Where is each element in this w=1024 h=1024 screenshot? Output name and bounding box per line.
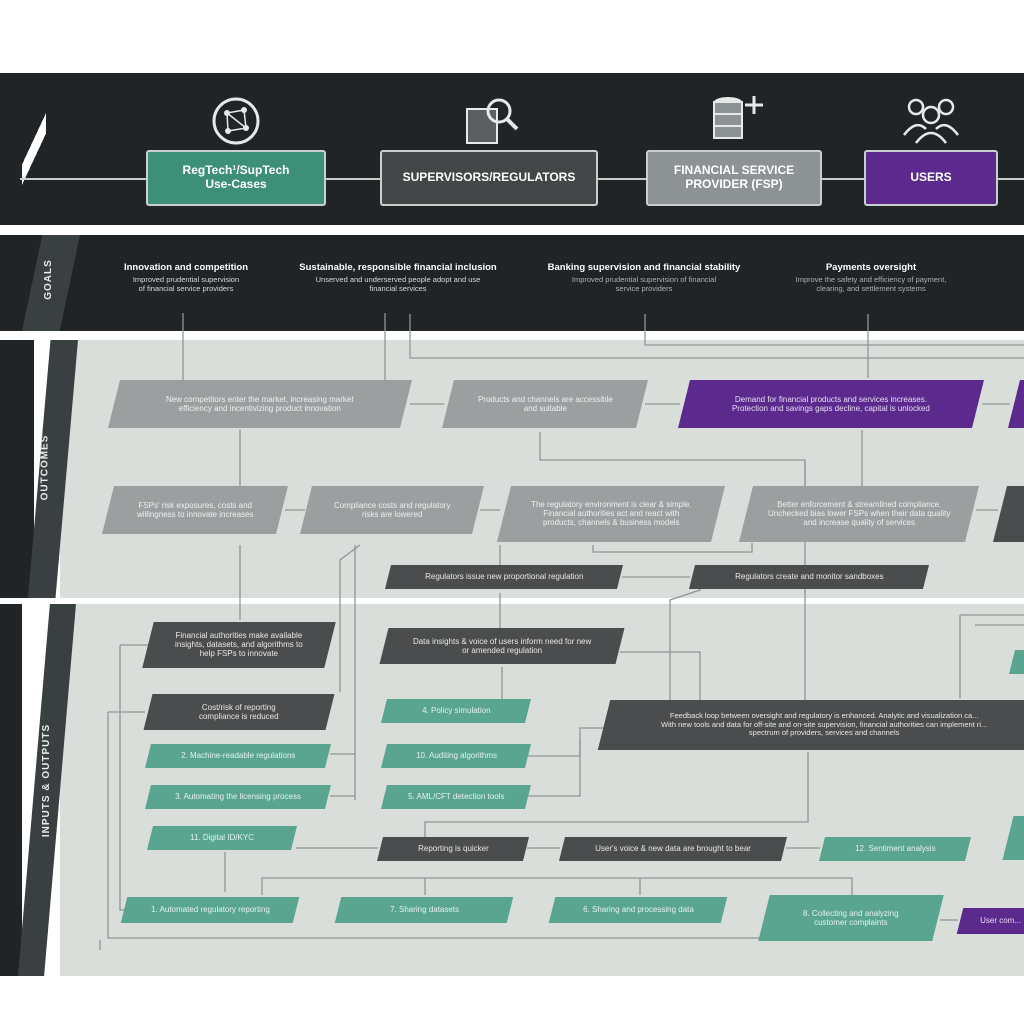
goal-desc: Unserved and underserved people adopt an… [315,275,481,293]
node-text: Demand for financial products and servic… [732,394,930,413]
inputs-label: INPUTS & OUTPUTS [41,723,53,838]
goal-title: Payments oversight [825,262,917,273]
outcome-compliance-costs[interactable]: Compliance costs and regulatory risks ar… [300,486,484,534]
outcome-better-enforcement[interactable]: Better enforcement & streamlined complia… [739,486,979,542]
node-text: 6. Sharing and processing data [582,905,694,915]
outcome-sandboxes[interactable]: Regulators create and monitor sandboxes [689,565,929,589]
node-text: Better enforcement & streamlined complia… [767,500,951,528]
node-text: 7. Sharing datasets [389,905,459,915]
usecase-machine-readable[interactable]: 2. Machine-readable regulations [145,744,331,768]
node-text: Data insights & voice of users inform ne… [412,636,592,655]
goal-payments: Payments oversight Improve the safety an… [764,262,978,293]
node-text: FSPs' risk exposures, costs and willingn… [136,500,254,519]
node-text: 11. Digital ID/KYC [190,833,254,843]
node-text: 10. Auditing algorithms [415,751,497,761]
document-search-icon [466,98,519,144]
left-strip-inputs [0,604,22,976]
usecase-digital-id[interactable]: 11. Digital ID/KYC [147,826,297,850]
node-text: 1. Automated regulatory reporting [150,905,270,915]
node-text: Products and channels are accessible and… [477,394,613,413]
node-text: Reporting is quicker [417,844,489,854]
io-data-insights[interactable]: Data insights & voice of users inform ne… [379,628,625,664]
usecase-aml-cft[interactable]: 5. AML/CFT detection tools [381,785,531,809]
node-text: Financial authorities make available ins… [175,631,303,659]
usecase-sharing-datasets[interactable]: 7. Sharing datasets [334,897,514,923]
goal-title: Innovation and competition [123,262,249,273]
outcomes-label: OUTCOMES [39,434,51,501]
outcomes-band [60,340,1024,598]
usecase-policy-simulation[interactable]: 4. Policy simulation [381,699,531,723]
node-text: Compliance costs and regulatory risks ar… [333,500,451,519]
outcome-products-accessible[interactable]: Products and channels are accessible and… [442,380,648,428]
node-text: 4. Policy simulation [421,706,491,716]
outcome-proportional-regulation[interactable]: Regulators issue new proportional regula… [385,565,623,589]
usecase-sharing-processing[interactable]: 6. Sharing and processing data [548,897,728,923]
node-text: 8. Collecting and analyzing customer com… [803,908,899,927]
node-text: 3. Automating the licensing process [175,792,301,802]
io-feedback-loop[interactable]: Feedback loop between oversight and regu… [597,700,1024,750]
supervisors-node[interactable]: SUPERVISORS/REGULATORS [380,150,598,206]
node-text: Cost/risk of reporting compliance is red… [199,702,279,721]
node-text: 2. Machine-readable regulations [180,751,296,761]
node-text: User's voice & new data are brought to b… [595,844,751,854]
goal-desc: Improved prudential supervision of finan… [571,275,717,293]
node-text: Regulators create and monitor sandboxes [734,572,884,582]
goal-desc: Improved prudential supervision of finan… [132,275,240,293]
io-cost-reporting[interactable]: Cost/risk of reporting compliance is red… [143,694,335,730]
goals-label: GOALS [42,259,54,300]
users-group-icon [903,98,959,144]
usecase-complaints[interactable]: 8. Collecting and analyzing customer com… [758,895,944,941]
node-text: 12. Sentiment analysis [854,844,936,854]
node-text: The regulatory environment is clear & si… [530,500,692,528]
node-text: Regulators issue new proportional regula… [424,572,584,582]
outcome-regulatory-clear[interactable]: The regulatory environment is clear & si… [497,486,725,542]
network-globe-icon [212,97,260,145]
goal-title: Banking supervision and financial stabil… [547,262,741,273]
usecase-licensing[interactable]: 3. Automating the licensing process [145,785,331,809]
io-reporting-quicker[interactable]: Reporting is quicker [377,837,529,861]
usecase-automated-reporting[interactable]: 1. Automated regulatory reporting [120,897,300,923]
goal-innovation: Innovation and competition Improved prud… [96,262,276,293]
usecase-sentiment-analysis[interactable]: 12. Sentiment analysis [819,837,971,861]
node-text: Feedback loop between oversight and regu… [660,711,988,738]
regtech-node[interactable]: RegTech¹/SupTech Use-Cases [146,150,326,206]
io-users-voice[interactable]: User's voice & new data are brought to b… [559,837,787,861]
io-user-complaints[interactable]: User com... [956,908,1024,934]
users-node[interactable]: USERS [864,150,998,206]
node-text: User com... [979,916,1021,926]
node-text: 5. AML/CFT detection tools [407,792,505,802]
io-insights-datasets[interactable]: Financial authorities make available ins… [142,622,336,668]
fsp-node[interactable]: FINANCIAL SERVICE PROVIDER (FSP) [646,150,822,206]
outcome-new-competitors[interactable]: New competitors enter the market, increa… [108,380,412,428]
top-band-divider [22,73,46,225]
left-strip-outcomes [0,340,34,598]
node-text: New competitors enter the market, increa… [166,394,354,413]
goal-title: Sustainable, responsible financial inclu… [299,262,497,273]
outcome-fsp-risk[interactable]: FSPs' risk exposures, costs and willingn… [102,486,288,534]
goal-desc: Improve the safety and efficiency of pay… [795,275,947,293]
database-plus-icon [713,96,763,139]
usecase-auditing-algorithms[interactable]: 10. Auditing algorithms [381,744,531,768]
outcome-demand-increases[interactable]: Demand for financial products and servic… [678,380,984,428]
goal-inclusion: Sustainable, responsible financial inclu… [278,262,518,293]
goal-banking: Banking supervision and financial stabil… [524,262,764,293]
